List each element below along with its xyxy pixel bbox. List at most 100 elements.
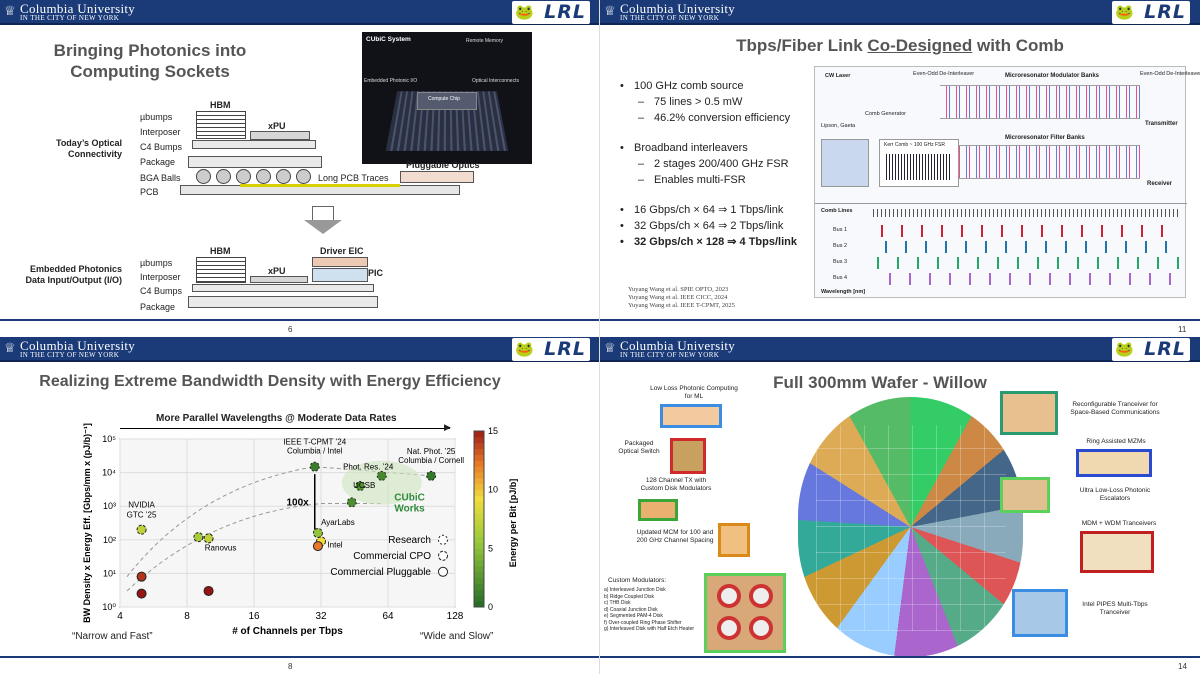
annotation-ieee-affil: Columbia / Intel — [287, 447, 343, 456]
y-tick-label: 10⁵ — [102, 434, 116, 444]
hbm-label: HBM — [210, 100, 231, 110]
y-tick-label: 10⁴ — [102, 468, 116, 478]
custom-modulator-item: e) Segmented PAM-4 Disk — [604, 613, 663, 619]
space-comms-die — [1000, 391, 1058, 435]
pluggable-label: Pluggable Optics — [406, 160, 480, 170]
lab-mascot-icon: 🐸 — [1115, 341, 1134, 358]
slide-footer: 14 — [600, 656, 1200, 674]
logo-text: LRL — [1144, 338, 1186, 360]
bga-ball — [296, 169, 311, 184]
page-number: 8 — [288, 662, 293, 671]
colorbar-segment — [474, 448, 484, 455]
colorbar-tick: 15 — [488, 426, 498, 436]
hbm-stack — [196, 257, 246, 283]
comb-lines-plot — [886, 154, 952, 180]
y-tick-label: 10² — [103, 535, 116, 545]
interposer-layer — [192, 284, 374, 292]
wafer-annotation: Low Loss Photonic Computing for ML — [650, 385, 738, 400]
layer-label: PCB — [140, 187, 159, 197]
custom-modulator-item: a) Interleaved Junction Disk — [604, 587, 666, 593]
crown-icon: ♕ — [4, 4, 16, 19]
slide-header: ♕ Columbia University IN THE CITY OF NEW… — [0, 337, 599, 362]
x-axis-label: # of Channels per Tbps — [232, 626, 343, 637]
annotation-natphot-affil: Columbia / Cornell — [398, 456, 464, 465]
university-name: Columbia University — [620, 1, 736, 16]
data-point — [426, 470, 437, 481]
optical-switch-die — [670, 438, 706, 474]
mdm-wdm-die — [1080, 531, 1154, 573]
bullet: 32 Gbps/ch × 128 ⇒ 4 Tbps/link — [618, 234, 818, 250]
x-tick-label: 8 — [184, 611, 190, 622]
y-axis-label: BW Density x Energy Eff. [Gbps/mm x (pJ/… — [82, 423, 92, 623]
title-part: Tbps/Fiber Link — [736, 36, 868, 55]
disk-modulator — [717, 616, 741, 640]
research-highlight — [341, 460, 422, 505]
references: Yuyang Wang et al. SPIE OPTO, 2023 Yuyan… — [628, 286, 735, 310]
colorbar-segment — [474, 431, 484, 438]
colorbar-segment — [474, 595, 484, 602]
filter-bank — [940, 145, 1140, 179]
layer-label: µbumps — [140, 258, 173, 268]
wafer-annotation: Ring Assisted MZMs — [1086, 438, 1146, 445]
embedded-io-label: Embedded Photonics Data Input/Output (I/… — [25, 264, 122, 285]
divider — [815, 203, 1187, 204]
y-tick-label: 10³ — [103, 501, 116, 511]
legend-label: Commercial Pluggable — [330, 567, 431, 578]
colorbar-segment — [474, 495, 484, 502]
bullet: Broadband interleavers — [618, 140, 818, 156]
y-tick-label: 10¹ — [103, 568, 116, 578]
ring-mzm-die — [1076, 449, 1152, 477]
colorbar-segment — [474, 583, 484, 590]
custom-modulators-title: Custom Modulators: — [608, 577, 667, 584]
reference: Yuyang Wang et al. SPIE OPTO, 2023 — [628, 286, 729, 293]
colorbar-segment — [474, 466, 484, 473]
annotation-nvidia: NVIDIA — [128, 501, 155, 510]
university-city: IN THE CITY OF NEW YORK — [20, 14, 120, 22]
colorbar-label: Energy per Bit [pJ/b] — [508, 479, 518, 568]
xpu-label: xPU — [268, 266, 286, 276]
trend-curve — [126, 466, 432, 577]
xpu-label: xPU — [268, 121, 286, 131]
sub-bullet: 2 stages 200/400 GHz FSR — [618, 156, 818, 172]
colorbar-segment — [474, 442, 484, 450]
logo-text: LRL — [1144, 1, 1186, 23]
university-name: Columbia University — [620, 338, 736, 353]
legend-marker — [438, 550, 448, 561]
bga-ball — [216, 169, 231, 184]
legend-marker — [438, 534, 448, 545]
colorbar-segment — [474, 507, 484, 514]
disk-modulator — [749, 616, 773, 640]
bga-ball — [196, 169, 211, 184]
microheater-image — [821, 139, 869, 187]
data-point — [136, 524, 147, 535]
university-city: IN THE CITY OF NEW YORK — [20, 351, 120, 359]
x-tick-label: 64 — [382, 611, 394, 622]
sub-bullet: Enables multi-FSR — [618, 172, 818, 188]
pipes-die — [1012, 589, 1068, 637]
colorbar-segment — [474, 436, 484, 444]
annotation-natphot: Nat. Phot. ’25 — [407, 447, 456, 456]
layer-label: C4 Bumps — [140, 142, 183, 152]
escalator-die — [1000, 477, 1050, 513]
y-tick-label: 10⁰ — [102, 602, 116, 612]
disk-modulator — [717, 584, 741, 608]
top-arrow-label: More Parallel Wavelengths @ Moderate Dat… — [156, 413, 397, 424]
render-label: CUbiC System — [366, 36, 411, 43]
annotation-ranovus: Ranovus — [205, 543, 237, 552]
x-tick-label: 16 — [248, 611, 260, 622]
pic-block — [312, 268, 368, 282]
lab-mascot-icon: 🐸 — [1115, 4, 1134, 21]
wafer-annotation: Updated MCM for 100 and 200 GHz Channel … — [636, 529, 714, 544]
slide-header: ♕ Columbia University IN THE CITY OF NEW… — [600, 0, 1200, 25]
annotation-nvidia-event: GTC ’25 — [127, 511, 157, 520]
bullet: 16 Gbps/ch × 64 ⇒ 1 Tbps/link — [618, 202, 818, 218]
improvement-label: 100x — [287, 498, 310, 509]
slide-title: Tbps/Fiber Link Co-Designed with Comb — [600, 36, 1200, 56]
data-point — [346, 497, 357, 508]
custom-modulator-list: a) Interleaved Junction Disk b) Ridge Co… — [604, 587, 696, 633]
xpu-die — [250, 131, 310, 140]
annotation-cubic-works: Works — [394, 503, 425, 514]
down-arrow-icon — [304, 220, 342, 234]
slide-title: Realizing Extreme Bandwidth Density with… — [39, 373, 501, 390]
layer-label: µbumps — [140, 112, 173, 122]
